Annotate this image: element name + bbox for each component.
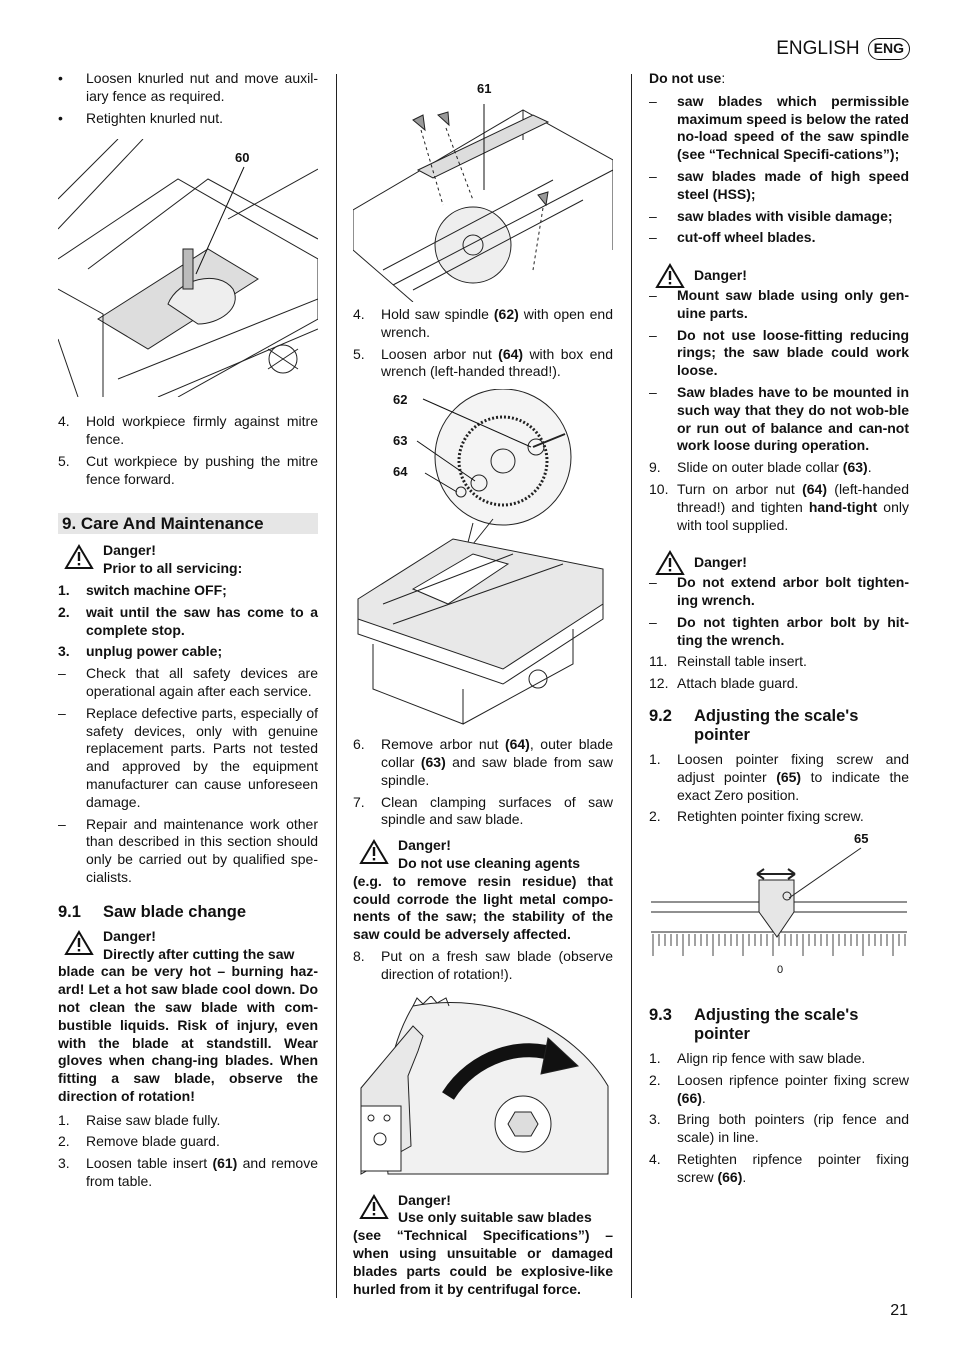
column-3: Do not use: –saw blades which permissibl… [649, 70, 909, 1191]
figure-rotation-direction [353, 995, 613, 1176]
leader-lines [416, 398, 532, 493]
column-divider-left [336, 74, 337, 1298]
bullet-item: •Retighten knurled nut. [58, 109, 223, 126]
dash-item: –Check that all safety devices are opera… [58, 665, 318, 699]
danger-body: (e.g. to remove resin residue) that coul… [353, 872, 613, 943]
step-item: 11.Reinstall table insert. [649, 653, 807, 670]
leader-line [483, 104, 485, 190]
step-item: 9.Slide on outer blade collar (63). [649, 459, 872, 476]
dash-item: –Replace defective parts, especially of … [58, 704, 318, 810]
dash-item: –Do not tighten arbor bolt by hit-ting t… [649, 613, 909, 648]
language-badge: ENG [867, 38, 910, 60]
step-item: 2.wait until the saw has come to a compl… [58, 603, 318, 638]
step-item: 3.unplug power cable; [58, 643, 223, 660]
step-item: 1.switch machine OFF; [58, 581, 227, 598]
danger-title: Danger! [398, 837, 451, 854]
figure-label-60: 60 [235, 150, 250, 166]
figure-saw-spindle: 62 63 64 [353, 389, 613, 734]
step-item: 6.Remove arbor nut (64), outer blade col… [353, 736, 613, 788]
warning-triangle-icon [64, 544, 94, 570]
warning-triangle-icon [655, 263, 685, 289]
danger-title: Danger! [103, 927, 156, 944]
danger-title: Danger! [694, 554, 747, 571]
step-item: 4.Retighten ripfence pointer fixing scre… [649, 1151, 909, 1185]
dash-item: –saw blades which permissible maximum sp… [649, 92, 909, 163]
step-item: 8.Put on a fresh saw blade (observe dire… [353, 947, 613, 982]
leader-line [195, 167, 245, 275]
column-1: •Loosen knurled nut and move auxil-iary … [58, 70, 318, 1195]
page-header: ENGLISH ENG [776, 38, 910, 60]
scale-pointer-illustration [651, 847, 907, 957]
step-item: 1.Align rip fence with saw blade. [649, 1050, 866, 1067]
dash-item: –Do not extend arbor bolt tighten-ing wr… [649, 574, 909, 608]
step-item: 4.Hold workpiece firmly against mitre fe… [58, 413, 318, 448]
figure-label-64: 64 [393, 464, 408, 480]
mitre-fence-illustration [58, 139, 318, 398]
column-2: 61 4.Hold saw spindle (62) with open end… [353, 70, 613, 1298]
danger-note: Danger! [649, 261, 909, 289]
step-item: 1.Loosen pointer fixing screw and adjust… [649, 750, 910, 803]
step-item: 10.Turn on arbor nut (64) (left-handed t… [649, 480, 909, 533]
scale-zero-label: 0 [777, 964, 784, 977]
table-insert-illustration [353, 109, 613, 302]
figure-label-62: 62 [393, 392, 408, 408]
figure-label-65: 65 [854, 831, 869, 847]
dash-item: –cut-off wheel blades. [649, 229, 816, 246]
warning-triangle-icon [359, 1193, 389, 1219]
warning-triangle-icon [359, 839, 389, 865]
bullet-item: •Loosen knurled nut and move auxil-iary … [58, 70, 318, 104]
step-item: 2.Remove blade guard. [58, 1133, 220, 1150]
danger-note: Danger! Prior to all servicing: [58, 542, 318, 578]
danger-subtitle: Prior to all servicing: [103, 560, 243, 577]
figure-label-63: 63 [393, 433, 408, 449]
danger-lead: Do not use cleaning agents [398, 854, 581, 871]
step-item: 2.Loosen ripfence pointer fixing screw (… [649, 1071, 909, 1106]
danger-body: (see “Technical Specifications”) – when … [353, 1227, 613, 1297]
step-item: 12.Attach blade guard. [649, 675, 799, 692]
dash-item: –saw blades made of high speed steel (HS… [649, 167, 909, 202]
danger-note: Danger! Use only suitable saw blades [353, 1192, 613, 1228]
step-item: 2.Retighten pointer fixing screw. [649, 808, 864, 825]
figure-label-61: 61 [477, 81, 492, 96]
step-item: 1.Raise saw blade fully. [58, 1111, 221, 1128]
danger-title: Danger! [694, 267, 747, 284]
danger-lead: Use only suitable saw blades [398, 1209, 592, 1226]
step-item: 3.Loosen table insert (61) and remove fr… [58, 1155, 318, 1190]
dash-item: –saw blades with visible damage; [649, 207, 893, 224]
figure-scale-pointer: 65 0 [649, 831, 909, 1002]
warning-triangle-icon [655, 550, 685, 576]
rotation-direction-illustration [360, 995, 609, 1175]
figure-table-insert: 61 [353, 70, 613, 302]
step-item: 5.Cut workpiece by pushing the mitre fen… [58, 452, 318, 487]
language-label: ENGLISH [776, 38, 860, 59]
danger-title: Danger! [103, 542, 156, 559]
figure-mitre-fence: 60 [58, 139, 318, 398]
danger-note: Danger! Directly after cutting the saw [58, 928, 318, 964]
dash-item: –Do not use loose-fitting reducing rings… [649, 326, 909, 379]
step-item: 7.Clean clamping surfaces of saw spindle… [353, 793, 613, 828]
danger-note: Danger! [649, 548, 909, 576]
section-9-heading: 9. Care And Maintenance [58, 512, 318, 535]
scale-ticks [652, 934, 906, 957]
danger-body: blade can be very hot – burning haz-ard!… [58, 963, 318, 1104]
step-item: 5.Loosen arbor nut (64) with box end wre… [353, 345, 613, 380]
danger-title: Danger! [398, 1191, 451, 1208]
dash-item: –Mount saw blade using only gen-uine par… [649, 286, 909, 321]
step-item: 4.Hold saw spindle (62) with open end wr… [353, 306, 613, 340]
column-divider-right [631, 74, 632, 1298]
step-item: 3.Bring both pointers (rip fence and sca… [649, 1111, 909, 1146]
saw-spindle-illustration [357, 389, 604, 725]
dash-item: –Repair and maintenance work other than … [58, 815, 318, 885]
warning-triangle-icon [64, 929, 94, 955]
dash-item: –Saw blades have to be mounted in such w… [649, 383, 909, 454]
danger-note: Danger! Do not use cleaning agents [353, 837, 613, 873]
page-number: 21 [890, 1302, 908, 1319]
do-not-use-label: Do not use: [649, 70, 726, 86]
danger-lead: Directly after cutting the saw [103, 945, 295, 962]
